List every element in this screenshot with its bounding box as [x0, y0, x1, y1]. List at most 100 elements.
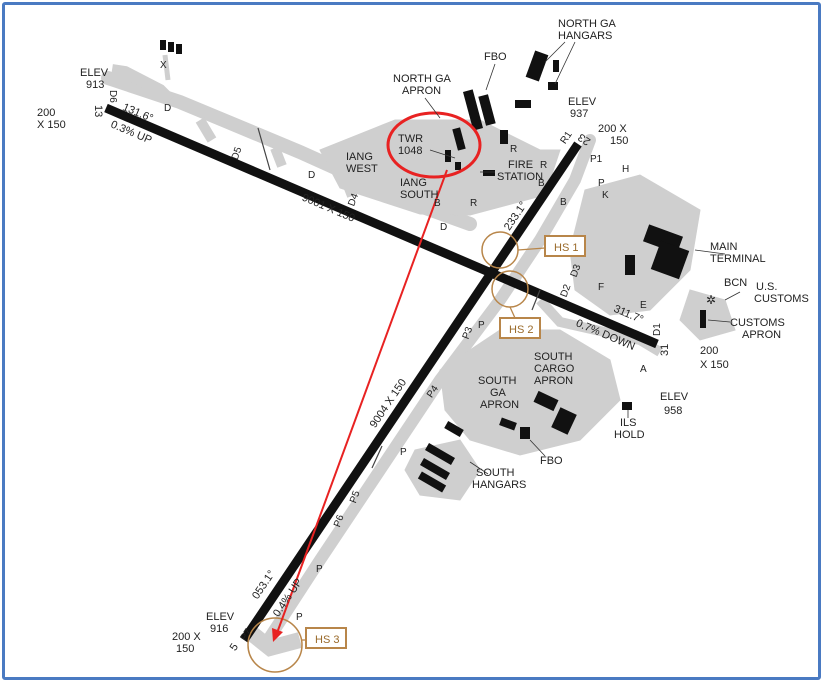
label-taxiways-b: B	[538, 178, 545, 189]
label-taxiways-r: R	[470, 198, 477, 209]
pavement	[101, 54, 736, 657]
label-runway-523-end-5-dims-1: 150	[176, 643, 194, 655]
hotspot-labels: HS 1 HS 2 HS 3	[302, 235, 586, 649]
label-taxiways-p5: P5	[348, 489, 363, 505]
tower-highlight-circle	[386, 111, 482, 179]
label-labels-south-ga-apron-0: SOUTH	[478, 375, 517, 387]
label-taxiways-p: P	[296, 612, 303, 623]
hotspot-1-label[interactable]: HS 1	[554, 242, 578, 254]
beacon-icon: ✲	[706, 293, 716, 307]
label-runway-1331-end-31-elev-val: 958	[664, 405, 682, 417]
label-taxiways-p: P	[478, 320, 485, 331]
label-runway-1331-end-31-dims-1: X 150	[700, 359, 729, 371]
tower-highlight	[272, 111, 482, 642]
label-labels-iang-south-0: IANG	[400, 177, 427, 189]
buildings	[160, 40, 706, 493]
arrowhead-icon	[272, 628, 283, 642]
label-runway-523-end-23-elev-val: 937	[570, 108, 588, 120]
label-runway-1331-end-13-label: 13	[92, 105, 104, 117]
map-frame	[2, 2, 821, 680]
label-runway-1331-end-13-elev: ELEV	[80, 67, 109, 79]
label-labels-south-cargo-apron-0: SOUTH	[534, 351, 573, 363]
label-taxiways-d5: D5	[230, 145, 245, 161]
runway-5-23	[240, 141, 582, 643]
label-labels-us-customs-1: CUSTOMS	[754, 293, 809, 305]
label-labels-south-hangars-1: HANGARS	[472, 479, 526, 491]
label-labels-twr-1: 1048	[398, 145, 422, 157]
label-labels-south-ga-apron-1: GA	[490, 387, 507, 399]
label-labels-ils-hold-1: HOLD	[614, 429, 645, 441]
taxiway-labels: D X D5 D D4 D B R R R B B P1 P K H D2 D3…	[160, 60, 647, 623]
label-taxiways-d2: D2	[559, 283, 574, 299]
label-runway-1331-end-13-dims-0: 200	[37, 107, 55, 119]
label-runway-1331-end-31-elev: ELEV	[660, 391, 689, 403]
label-labels-north-ga-apron-1: APRON	[402, 85, 441, 97]
label-labels-iang-west-1: WEST	[346, 163, 378, 175]
label-labels-main-terminal-0: MAIN	[710, 241, 738, 253]
label-taxiways-d3: D3	[569, 263, 584, 279]
label-runway-523-end-23-elev: ELEV	[568, 96, 597, 108]
label-taxiways-d: D	[308, 170, 315, 181]
hotspot-3-circle[interactable]	[247, 617, 303, 673]
label-runway-1331-end-31-taxiway: D1	[652, 323, 663, 336]
label-taxiways-d: D	[164, 103, 171, 114]
label-runway-1331-end-31-dims-0: 200	[700, 345, 718, 357]
terminal-pavement	[569, 174, 701, 316]
label-labels-fbo-north: FBO	[484, 51, 507, 63]
label-taxiways-f: F	[598, 282, 604, 293]
label-taxiways-p: P	[400, 447, 407, 458]
label-taxiways-r: R	[540, 160, 547, 171]
label-runway-523-end-23-taxiway: R1	[558, 129, 575, 146]
label-labels-customs-apron-1: APRON	[742, 329, 781, 341]
label-labels-iang-west-0: IANG	[346, 151, 373, 163]
hold-lines	[257, 127, 541, 469]
runways	[104, 103, 659, 643]
label-labels-north-ga-hangars-1: HANGARS	[558, 30, 612, 42]
label-labels-main-terminal-1: TERMINAL	[710, 253, 766, 265]
label-labels-south-cargo-apron-1: CARGO	[534, 363, 575, 375]
label-taxiways-p6: P6	[332, 513, 347, 529]
label-labels-ils-hold-0: ILS	[620, 417, 637, 429]
label-taxiways-r: R	[510, 144, 517, 155]
hotspot-3-label[interactable]: HS 3	[315, 634, 339, 646]
label-runway-523-end-5-dims-0: 200 X	[172, 631, 201, 643]
label-runway-523-end-5-elev-val: 916	[210, 623, 228, 635]
tower-label: TWR	[398, 133, 423, 145]
facility-labels: NORTH GA APRON FBO NORTH GA HANGARS TWR …	[346, 18, 809, 491]
label-taxiways-p3: P3	[461, 325, 476, 341]
label-runway-1331-end-13-elev-val: 913	[86, 79, 104, 91]
label-taxiways-b: B	[434, 198, 441, 209]
label-taxiways-x: X	[160, 60, 167, 71]
label-labels-us-customs-0: U.S.	[756, 281, 777, 293]
label-runway-1331-end-31-label: 31	[659, 344, 671, 356]
label-runway-523-end-23-label: 23	[576, 131, 593, 148]
line-of-sight-arrow	[276, 169, 448, 634]
label-taxiways-p1: P1	[590, 154, 603, 165]
label-runway-523-end-23-dims-0: 200 X	[598, 123, 627, 135]
label-labels-customs-apron-0: CUSTOMS	[730, 317, 785, 329]
runway-13-31	[104, 103, 659, 349]
label-labels-south-cargo-apron-2: APRON	[534, 375, 573, 387]
label-runway-1331-end-13-dims-1: X 150	[37, 119, 66, 131]
label-taxiways-e: E	[640, 300, 647, 311]
label-labels-fbo-south: FBO	[540, 455, 563, 467]
label-labels-north-ga-apron-0: NORTH GA	[393, 73, 452, 85]
label-taxiways-p: P	[598, 178, 605, 189]
label-labels-south-ga-apron-2: APRON	[480, 399, 519, 411]
label-runway-523-end-5-elev: ELEV	[206, 611, 235, 623]
taxiway-p-pavement	[262, 134, 596, 646]
label-labels-north-ga-hangars-0: NORTH GA	[558, 18, 617, 30]
hotspot-2-label[interactable]: HS 2	[509, 324, 533, 336]
label-labels-fire-station-1: STATION	[497, 171, 543, 183]
label-taxiways-d4: D4	[346, 192, 361, 208]
label-labels-iang-south-1: SOUTH	[400, 189, 439, 201]
label-taxiways-p: P	[316, 564, 323, 575]
label-runway-1331-end-13-taxiway: D6	[107, 90, 118, 103]
label-taxiways-h: H	[622, 164, 629, 175]
label-labels-south-hangars-0: SOUTH	[476, 467, 515, 479]
label-taxiways-b: B	[560, 197, 567, 208]
leader-lines	[424, 41, 741, 475]
customs-pavement	[679, 289, 736, 341]
label-taxiways-d: D	[440, 222, 447, 233]
